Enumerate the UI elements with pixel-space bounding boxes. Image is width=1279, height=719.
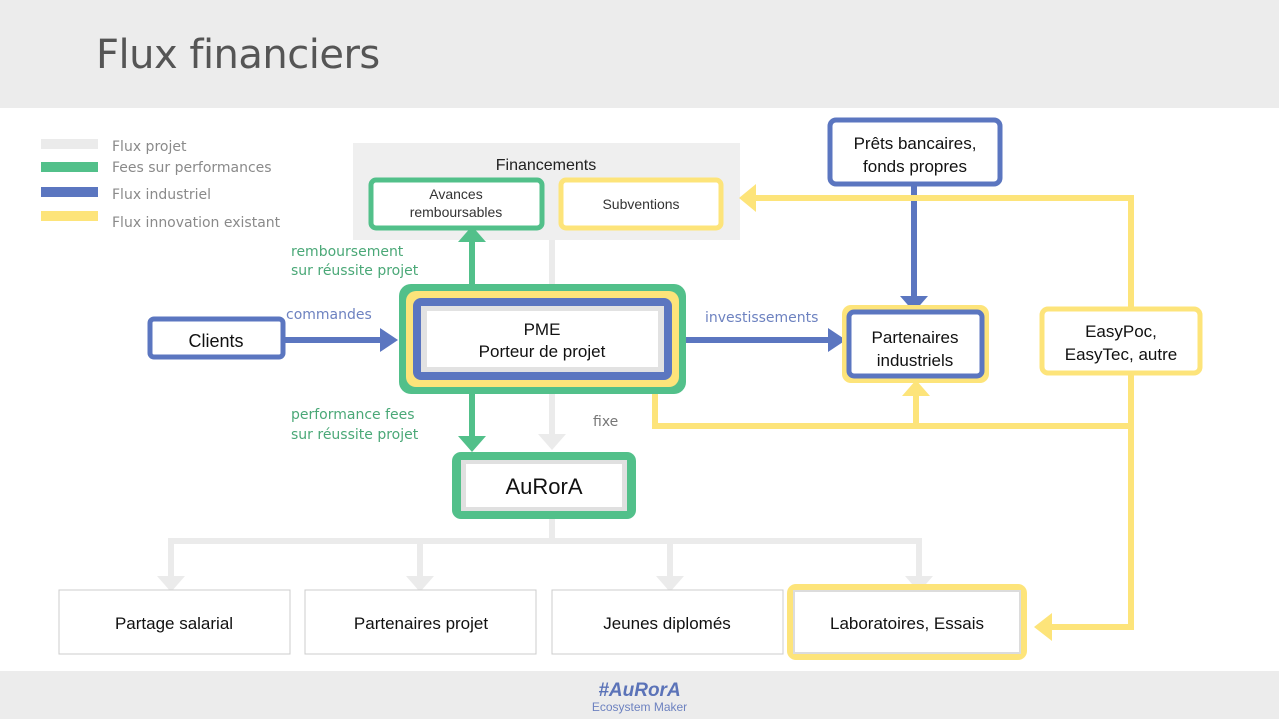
node-prets: Prêts bancaires, fonds propres: [827, 117, 1003, 187]
edge-easypoc-subventions-head: [739, 184, 756, 212]
partenaires-industriels-line1: Partenaires: [872, 328, 959, 347]
edge-pme-aurora-head: [458, 436, 486, 452]
financements-title: Financements: [496, 157, 597, 174]
legend-label-industriel: Flux industriel: [112, 187, 211, 203]
subventions-label: Subventions: [602, 196, 679, 212]
node-subventions: Subventions: [558, 177, 724, 231]
edge-pme-avances-head: [458, 226, 486, 242]
legend-swatch-performance: [41, 162, 98, 172]
edge-pme-aurora-fixe-head: [538, 434, 566, 450]
edge-label-remboursement-1: remboursement: [291, 244, 404, 260]
aurora-label: AuRorA: [505, 474, 582, 499]
distribution-flow: [168, 519, 922, 576]
clients-label: Clients: [188, 331, 243, 351]
prets-line2: fonds propres: [863, 157, 967, 176]
footer-brand: #AuRorA: [598, 680, 681, 701]
edge-label-investissements: investissements: [705, 310, 818, 326]
edge-label-fixe: fixe: [593, 414, 618, 430]
laboratoires-label: Laboratoires, Essais: [830, 614, 984, 633]
edge-label-commandes: commandes: [286, 307, 372, 323]
node-partenaires-projet: Partenaires projet: [304, 589, 537, 655]
edge-easypoc-partenaires-head: [902, 380, 930, 396]
edge-aurora-jeunes-head: [656, 576, 684, 592]
node-partenaires-industriels: Partenaires industriels: [842, 305, 989, 383]
edge-aurora-partage-head: [157, 576, 185, 592]
innovation-flow: [652, 195, 1134, 630]
edge-label-performance-2: sur réussite projet: [291, 427, 419, 443]
footer-subtitle: Ecosystem Maker: [591, 700, 688, 714]
header-bar: Flux financiers: [0, 0, 1279, 108]
prets-line1: Prêts bancaires,: [854, 134, 977, 153]
node-clients: Clients: [147, 316, 286, 360]
partage-label: Partage salarial: [115, 614, 233, 633]
node-avances: Avances remboursables: [368, 177, 545, 231]
legend-label-innovation: Flux innovation existant: [112, 215, 281, 231]
avances-line2: remboursables: [410, 204, 503, 220]
edge-aurora-partenaires-projet-head: [406, 576, 434, 592]
node-easypoc: EasyPoc, EasyTec, autre: [1039, 306, 1203, 376]
page-title: Flux financiers: [96, 32, 380, 78]
pme-line2: Porteur de projet: [479, 342, 606, 361]
partenaires-projet-label: Partenaires projet: [354, 614, 488, 633]
pme-line1: PME: [524, 320, 561, 339]
partenaires-industriels-line2: industriels: [877, 351, 954, 370]
easypoc-line2: EasyTec, autre: [1065, 345, 1177, 364]
node-partage: Partage salarial: [58, 589, 291, 655]
legend: Flux projet Fees sur performances Flux i…: [41, 139, 281, 231]
jeunes-label: Jeunes diplomés: [603, 614, 731, 633]
avances-line1: Avances: [429, 186, 482, 202]
node-pme: PME Porteur de projet: [399, 284, 686, 394]
edge-pme-partenaires-head: [828, 328, 846, 352]
node-jeunes: Jeunes diplomés: [551, 589, 784, 655]
legend-swatch-innovation: [41, 211, 98, 221]
legend-swatch-projet: [41, 139, 98, 149]
legend-label-projet: Flux projet: [112, 139, 187, 155]
edge-clients-pme-head: [380, 328, 398, 352]
edge-prets-partenaires-head: [900, 296, 928, 312]
legend-swatch-industriel: [41, 187, 98, 197]
easypoc-line1: EasyPoc,: [1085, 322, 1157, 341]
edge-label-performance-1: performance fees: [291, 407, 415, 423]
edge-label-remboursement-2: sur réussite projet: [291, 263, 419, 279]
edge-easypoc-laboratoires-head: [1034, 613, 1052, 641]
node-aurora: AuRorA: [452, 452, 636, 519]
legend-label-performance: Fees sur performances: [112, 160, 272, 176]
node-laboratoires: Laboratoires, Essais: [787, 584, 1027, 660]
footer-bar: #AuRorA Ecosystem Maker: [0, 671, 1279, 719]
